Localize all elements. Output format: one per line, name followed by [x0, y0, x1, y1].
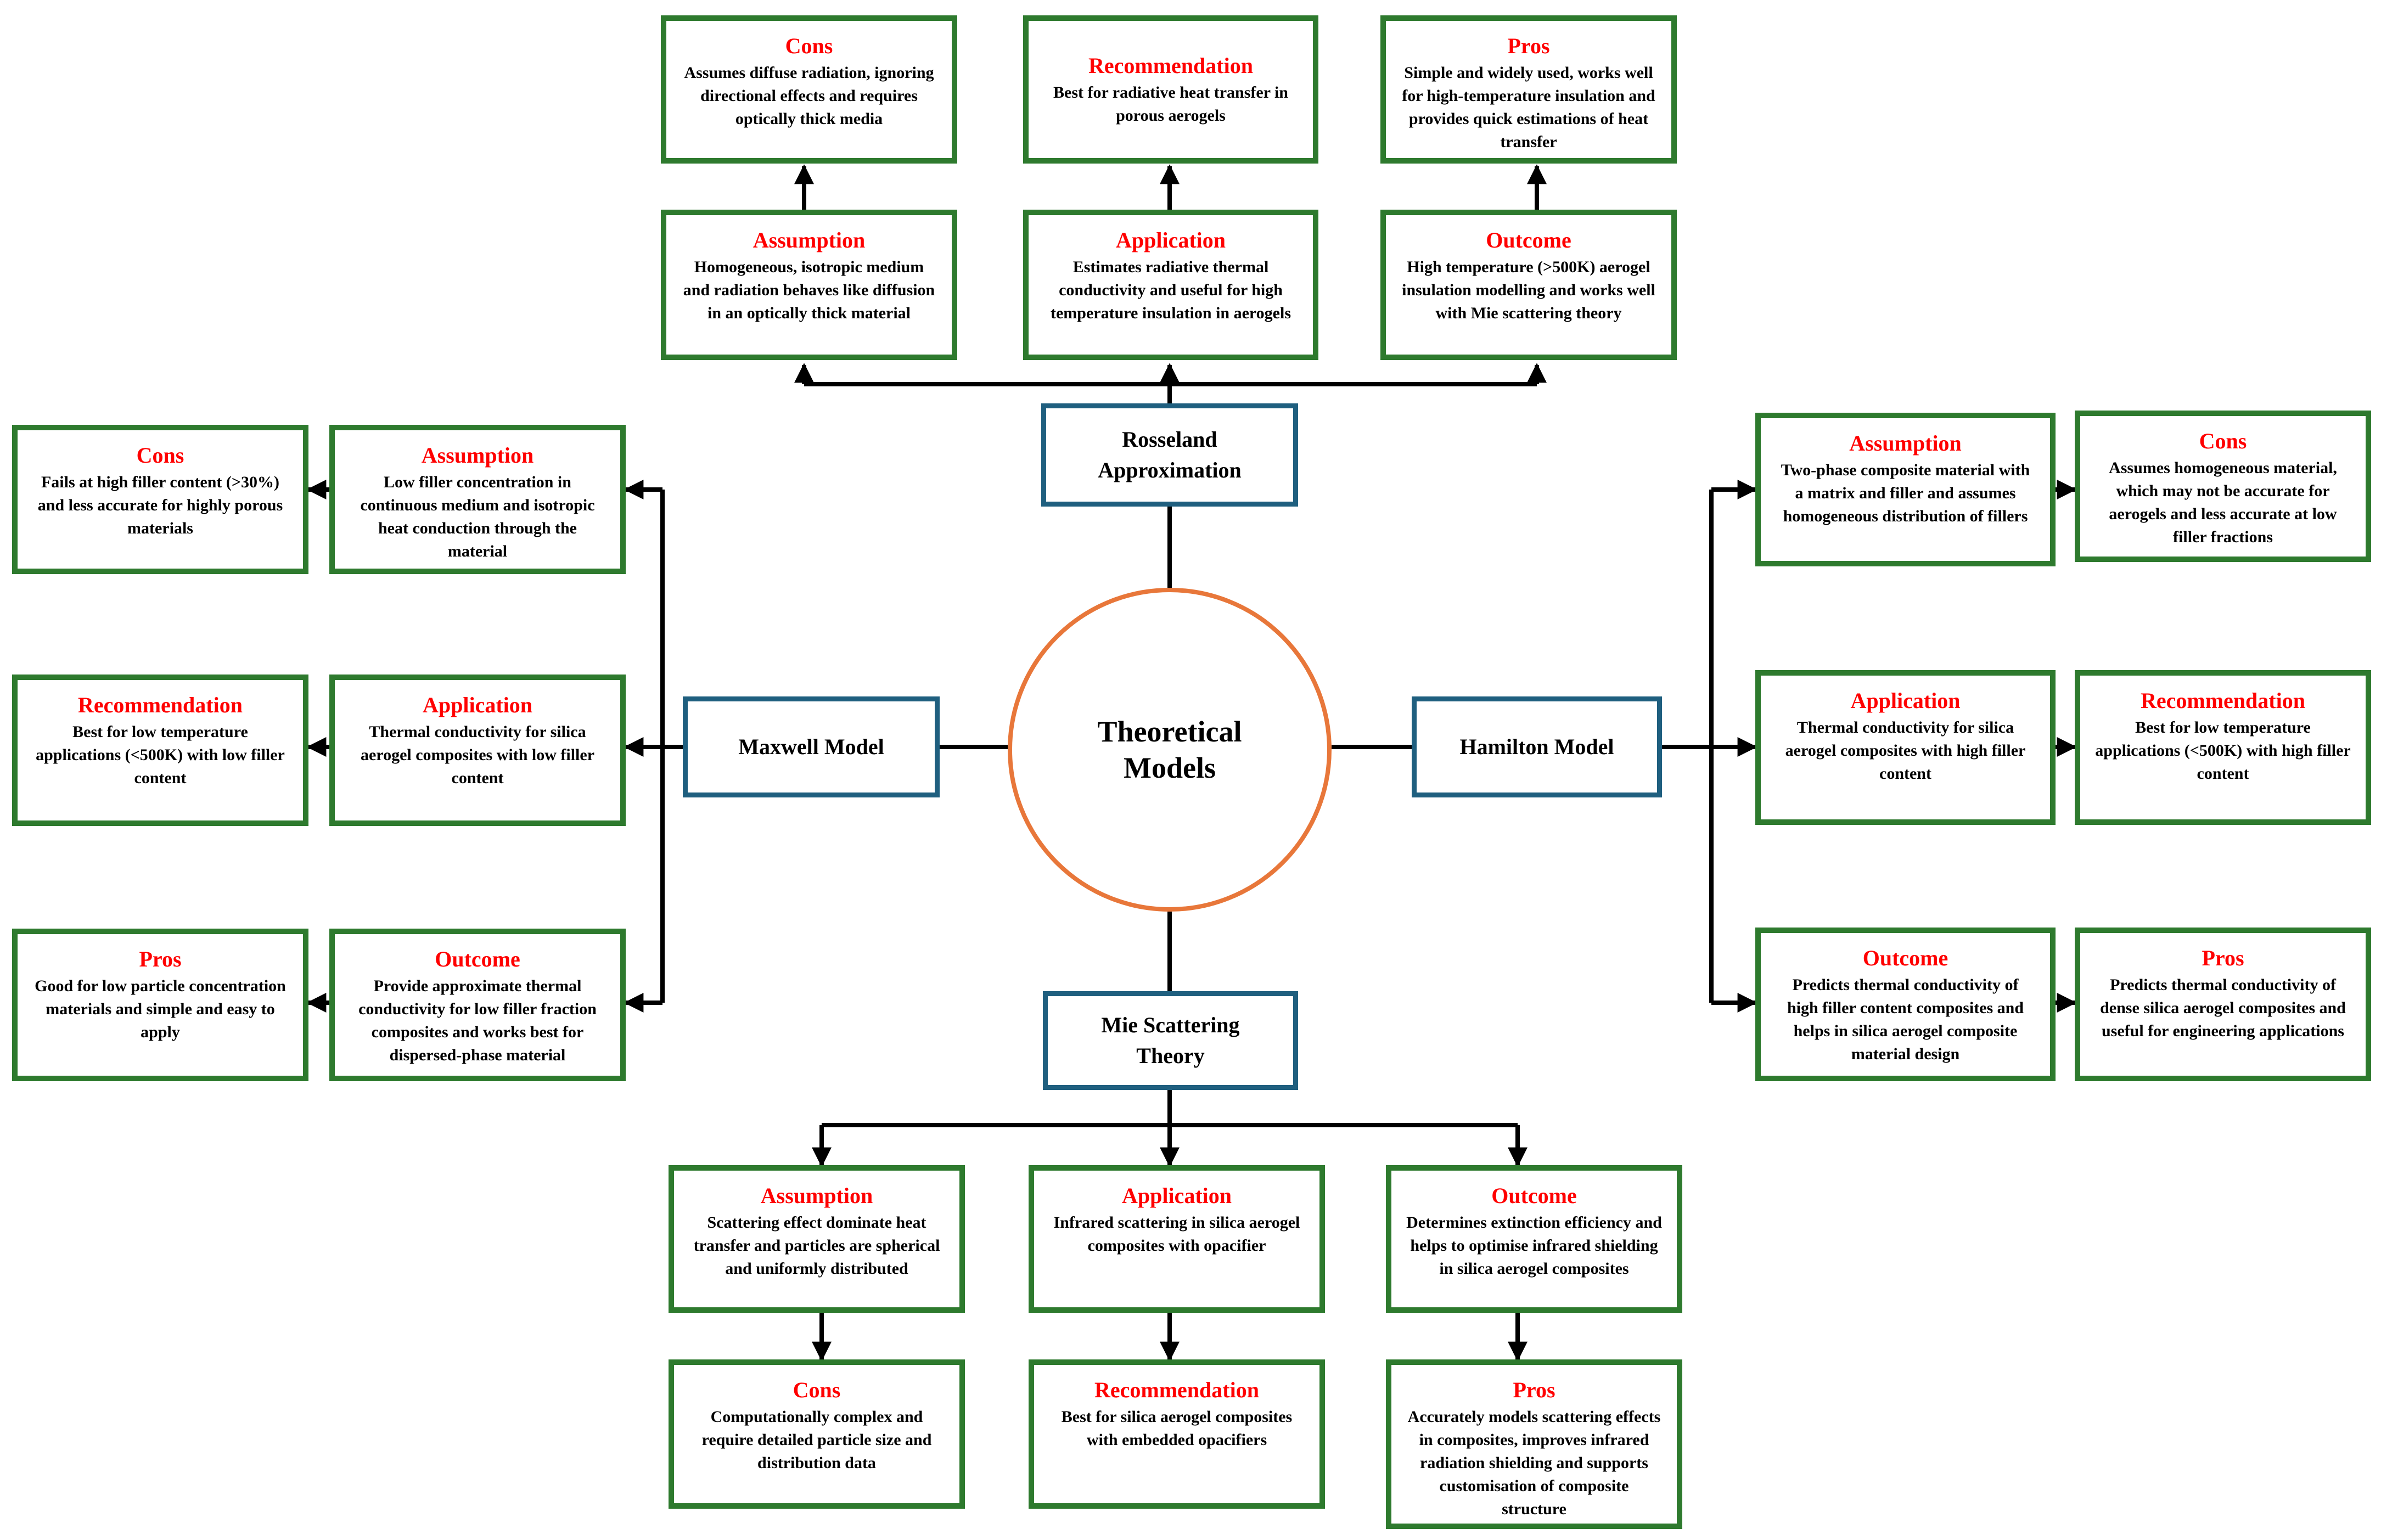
box-title: Application: [1115, 228, 1226, 252]
box-title: Outcome: [1862, 946, 1948, 970]
box-text: Provide approximate thermal conductivity…: [358, 977, 597, 1064]
hamilton-assumption-box: Assumption Two-phase composite material …: [1755, 413, 2056, 566]
box-text: Estimates radiative thermal conductivity…: [1050, 258, 1291, 322]
box-title: Cons: [136, 443, 184, 468]
box-title: Outcome: [1486, 228, 1571, 252]
box-text: Best for silica aerogel composites with …: [1061, 1408, 1293, 1449]
box-text: Thermal conductivity for silica aerogel …: [360, 723, 595, 787]
model-label: Rosseland Approximation: [1098, 427, 1242, 482]
box-title: Recommendation: [2141, 688, 2305, 713]
box-text: Predicts thermal conductivity of high fi…: [1787, 976, 2024, 1063]
hamilton-outcome-box: Outcome Predicts thermal conductivity of…: [1755, 928, 2056, 1081]
box-text: Best for low temperature applications (<…: [36, 723, 285, 787]
box-title: Assumption: [753, 228, 866, 252]
center-title: Theoretical Models: [1097, 715, 1242, 784]
mie-recommendation-box: Recommendation Best for silica aerogel c…: [1029, 1359, 1325, 1509]
box-title: Assumption: [1849, 431, 1962, 456]
rosseland-application-box: Application Estimates radiative thermal …: [1023, 210, 1318, 360]
box-title: Application: [1121, 1183, 1232, 1208]
box-text: Homogeneous, isotropic medium and radiat…: [683, 258, 935, 322]
box-text: Best for radiative heat transfer in poro…: [1053, 83, 1288, 125]
box-text: Assumes diffuse radiation, ignoring dire…: [684, 64, 934, 128]
maxwell-assumption-box: Assumption Low filler concentration in c…: [329, 425, 626, 574]
box-title: Pros: [1507, 33, 1550, 58]
mie-assumption-box: Assumption Scattering effect dominate he…: [669, 1165, 965, 1313]
mie-application-box: Application Infrared scattering in silic…: [1029, 1165, 1325, 1313]
box-text: Low filler concentration in continuous m…: [360, 473, 595, 560]
model-maxwell: Maxwell Model: [683, 696, 940, 797]
model-label: Mie Scattering Theory: [1101, 1013, 1240, 1068]
rosseland-outcome-box: Outcome High temperature (>500K) aerogel…: [1380, 210, 1677, 360]
rosseland-recommendation-box: Recommendation Best for radiative heat t…: [1023, 15, 1318, 164]
mie-outcome-box: Outcome Determines extinction efficiency…: [1386, 1165, 1682, 1313]
box-text: Simple and widely used, works well for h…: [1402, 64, 1655, 151]
model-hamilton: Hamilton Model: [1412, 696, 1662, 797]
maxwell-cons-box: Cons Fails at high filler content (>30%)…: [12, 425, 308, 574]
box-title: Recommendation: [1094, 1378, 1259, 1402]
box-title: Cons: [2199, 429, 2247, 453]
hamilton-pros-box: Pros Predicts thermal conductivity of de…: [2075, 928, 2371, 1081]
box-title: Cons: [793, 1378, 841, 1402]
maxwell-outcome-box: Outcome Provide approximate thermal cond…: [329, 929, 626, 1081]
box-title: Assumption: [760, 1183, 873, 1208]
hamilton-cons-box: Cons Assumes homogeneous material, which…: [2075, 411, 2371, 562]
box-title: Application: [422, 693, 533, 717]
maxwell-recommendation-box: Recommendation Best for low temperature …: [12, 675, 308, 826]
box-title: Pros: [2202, 946, 2244, 970]
box-title: Assumption: [421, 443, 534, 468]
box-text: Infrared scattering in silica aerogel co…: [1053, 1213, 1300, 1255]
hamilton-application-box: Application Thermal conductivity for sil…: [1755, 670, 2056, 825]
box-title: Recommendation: [78, 693, 243, 717]
box-title: Application: [1850, 688, 1961, 713]
box-title: Pros: [139, 947, 182, 971]
rosseland-assumption-box: Assumption Homogeneous, isotropic medium…: [661, 210, 957, 360]
model-rosseland: Rosseland Approximation: [1041, 403, 1298, 507]
model-label: Hamilton Model: [1459, 734, 1614, 759]
box-text: Computationally complex and require deta…: [701, 1408, 932, 1472]
mie-pros-box: Pros Accurately models scattering effect…: [1386, 1359, 1682, 1529]
box-text: Two-phase composite material with a matr…: [1781, 461, 2030, 525]
box-title: Outcome: [1491, 1183, 1577, 1208]
box-title: Pros: [1513, 1378, 1555, 1402]
box-text: Best for low temperature applications (<…: [2095, 718, 2351, 783]
box-text: Good for low particle concentration mate…: [35, 977, 286, 1041]
model-mie: Mie Scattering Theory: [1043, 991, 1298, 1090]
box-text: Determines extinction efficiency and hel…: [1406, 1213, 1662, 1278]
box-text: Thermal conductivity for silica aerogel …: [1785, 718, 2026, 783]
maxwell-pros-box: Pros Good for low particle concentration…: [12, 929, 308, 1081]
maxwell-application-box: Application Thermal conductivity for sil…: [329, 675, 626, 826]
center-hub: Theoretical Models: [1008, 588, 1332, 912]
box-text: Predicts thermal conductivity of dense s…: [2100, 976, 2346, 1040]
mie-cons-box: Cons Computationally complex and require…: [669, 1359, 965, 1509]
box-text: Scattering effect dominate heat transfer…: [693, 1213, 940, 1278]
rosseland-pros-box: Pros Simple and widely used, works well …: [1380, 15, 1677, 164]
rosseland-cons-box: Cons Assumes diffuse radiation, ignoring…: [661, 15, 957, 164]
box-text: Assumes homogeneous material, which may …: [2109, 459, 2337, 546]
box-text: Accurately models scattering effects in …: [1407, 1408, 1661, 1518]
box-text: Fails at high filler content (>30%) and …: [37, 473, 283, 537]
box-title: Outcome: [435, 947, 520, 971]
box-title: Cons: [785, 33, 833, 58]
hamilton-recommendation-box: Recommendation Best for low temperature …: [2075, 670, 2371, 825]
box-text: High temperature (>500K) aerogel insulat…: [1402, 258, 1655, 322]
model-label: Maxwell Model: [738, 734, 884, 759]
box-title: Recommendation: [1088, 53, 1253, 78]
